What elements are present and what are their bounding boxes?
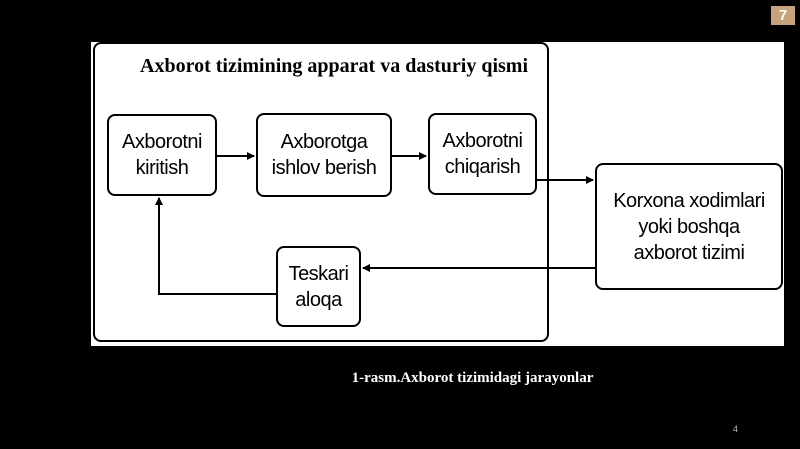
node-process: Axborotga ishlov berish: [256, 113, 392, 197]
arrow-feedback-to-input: [155, 197, 276, 295]
page-number: 4: [733, 424, 739, 434]
slide-number-badge: 7: [771, 6, 795, 25]
system-title: Axborot tizimining apparat va dasturiy q…: [140, 55, 528, 77]
figure-caption: 1-rasm.Axborot tizimidagi jarayonlar: [351, 370, 594, 386]
node-feedback: Teskari aloqa: [276, 246, 361, 327]
node-output: Axborotni chiqarish: [428, 113, 537, 195]
node-staff: Korxona xodimlari yoki boshqa axborot ti…: [595, 163, 783, 290]
node-input: Axborotni kiritish: [107, 114, 217, 196]
